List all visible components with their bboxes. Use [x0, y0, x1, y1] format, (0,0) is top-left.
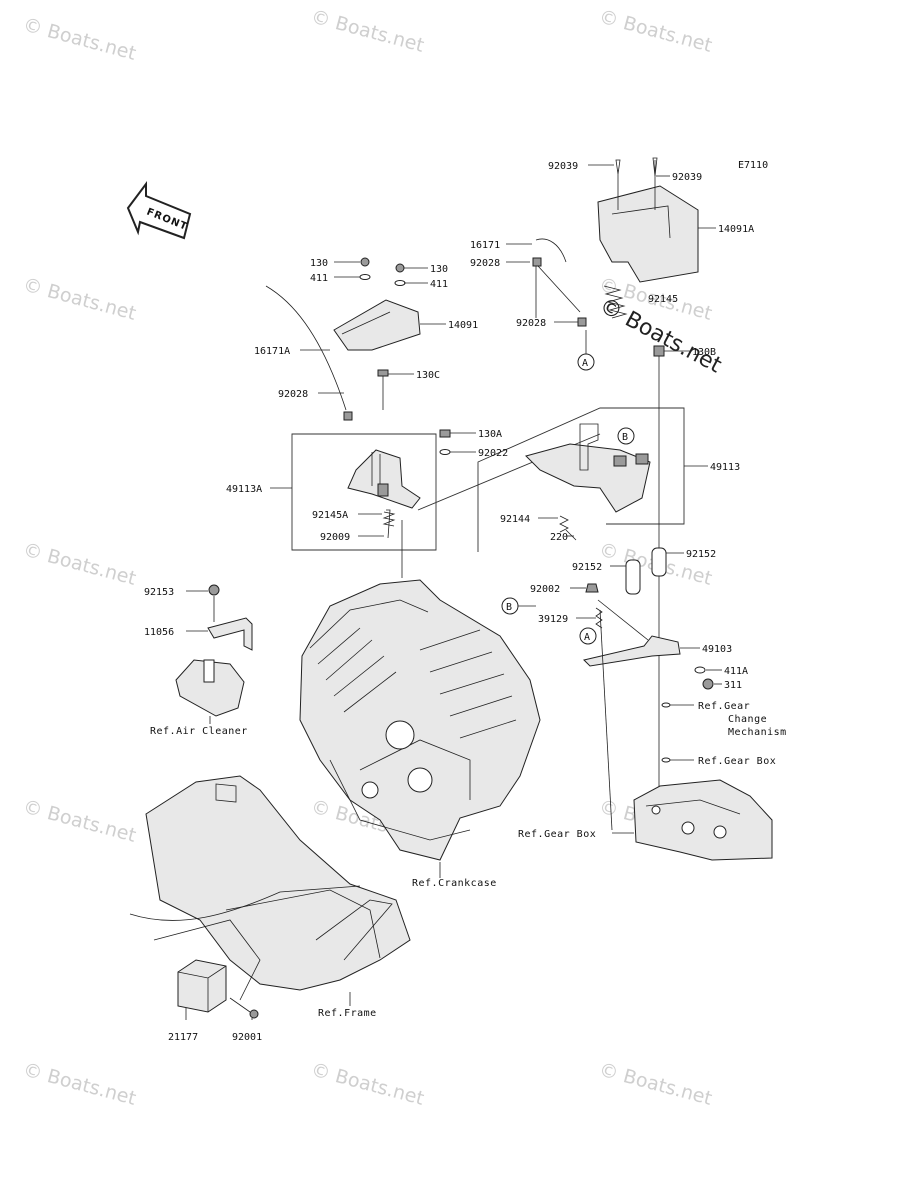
ref-crankcase: Ref.Crankcase [412, 878, 497, 889]
part-label: 92145 [648, 294, 678, 305]
watermark: © Boats.net [21, 274, 139, 325]
clip-92028 [532, 257, 542, 267]
part-label: 14091 [448, 320, 478, 331]
collar-92152 [651, 547, 667, 577]
callout-a-label: A [584, 632, 590, 643]
collar-92152 [625, 559, 641, 595]
callout-a [579, 627, 597, 645]
ref-air-cleaner: Ref.Air Cleaner [150, 726, 248, 737]
part-label: 311 [724, 680, 742, 691]
part-label: 92153 [144, 587, 174, 598]
part-label: 411A [724, 666, 748, 677]
part-label: 130B [692, 347, 716, 358]
part-label: 49103 [702, 644, 732, 655]
callout-b-label: B [622, 432, 628, 443]
air-cleaner-bracket [175, 584, 253, 717]
part-label: 21177 [168, 1032, 198, 1043]
part-label: 49113 [710, 462, 740, 473]
callout-b [617, 427, 635, 445]
rod-16171A [265, 285, 347, 411]
assembly-box-49113A [291, 433, 437, 551]
relay-21177 [177, 959, 259, 1019]
gear-box [599, 609, 773, 861]
part-label: 14091A [718, 224, 754, 235]
part-label: 92009 [320, 532, 350, 543]
part-label: 411 [310, 273, 328, 284]
assembly-box-49113 [417, 407, 685, 552]
part-label: 130 [310, 258, 328, 269]
ref-gear-box: Ref.Gear Box [698, 756, 776, 767]
leader-lines [185, 164, 722, 1020]
part-label: 11056 [144, 627, 174, 638]
part-label: 92028 [516, 318, 546, 329]
part-label: 49113A [226, 484, 262, 495]
watermark: © Boats.net [597, 1059, 715, 1110]
spring-92145 [603, 285, 628, 319]
part-label: 92152 [572, 562, 602, 573]
ref-gear-box: Ref.Gear Box [518, 829, 596, 840]
part-label: 39129 [538, 614, 568, 625]
part-label: 92039 [672, 172, 702, 183]
watermark: © Boats.net [21, 796, 139, 847]
watermark: © Boats.net [309, 6, 427, 57]
diagram-code: E7110 [738, 160, 768, 171]
watermark: © Boats.net [309, 1059, 427, 1110]
part-label: 92028 [278, 389, 308, 400]
callout-a-label: A [582, 358, 588, 369]
rod-16171 [537, 265, 581, 313]
watermark: © Boats.net [597, 6, 715, 57]
part-label: 220 [550, 532, 568, 543]
part-label: 92001 [232, 1032, 262, 1043]
ref-gear-change: Ref.Gear [698, 701, 750, 712]
watermark: © Boats.net [21, 539, 139, 590]
cover-14091 [333, 257, 421, 351]
frame [129, 775, 411, 1001]
front-arrow-icon: FRONT [126, 181, 192, 240]
part-label: 92039 [548, 161, 578, 172]
part-label: 92152 [686, 549, 716, 560]
ref-frame: Ref.Frame [318, 1008, 377, 1019]
part-label: 411 [430, 279, 448, 290]
part-labels: 92039 92039 14091A 16171 92028 130 130 4… [144, 161, 754, 1043]
watermark: © Boats.net [21, 14, 139, 65]
clip-92028 [577, 317, 587, 327]
part-label: 130C [416, 370, 440, 381]
cover-14091A [597, 157, 699, 283]
callout-b-label: B [506, 602, 512, 613]
engine-crankcase [299, 520, 541, 861]
part-label: 92145A [312, 510, 348, 521]
ref-gear-change: Mechanism [728, 727, 787, 738]
watermark: © Boats.net [21, 1059, 139, 1110]
part-label: 130A [478, 429, 502, 440]
part-label: 130 [430, 264, 448, 275]
ref-gear-change: Change [728, 714, 767, 725]
part-label: 92002 [530, 584, 560, 595]
lever-49103 [583, 583, 714, 763]
part-label: 92144 [500, 514, 530, 525]
part-label: 16171A [254, 346, 290, 357]
part-label: 92022 [478, 448, 508, 459]
part-label: 92028 [470, 258, 500, 269]
reference-labels: Ref.Air Cleaner Ref.Gear Change Mechanis… [150, 701, 787, 1019]
part-label: 16171 [470, 240, 500, 251]
